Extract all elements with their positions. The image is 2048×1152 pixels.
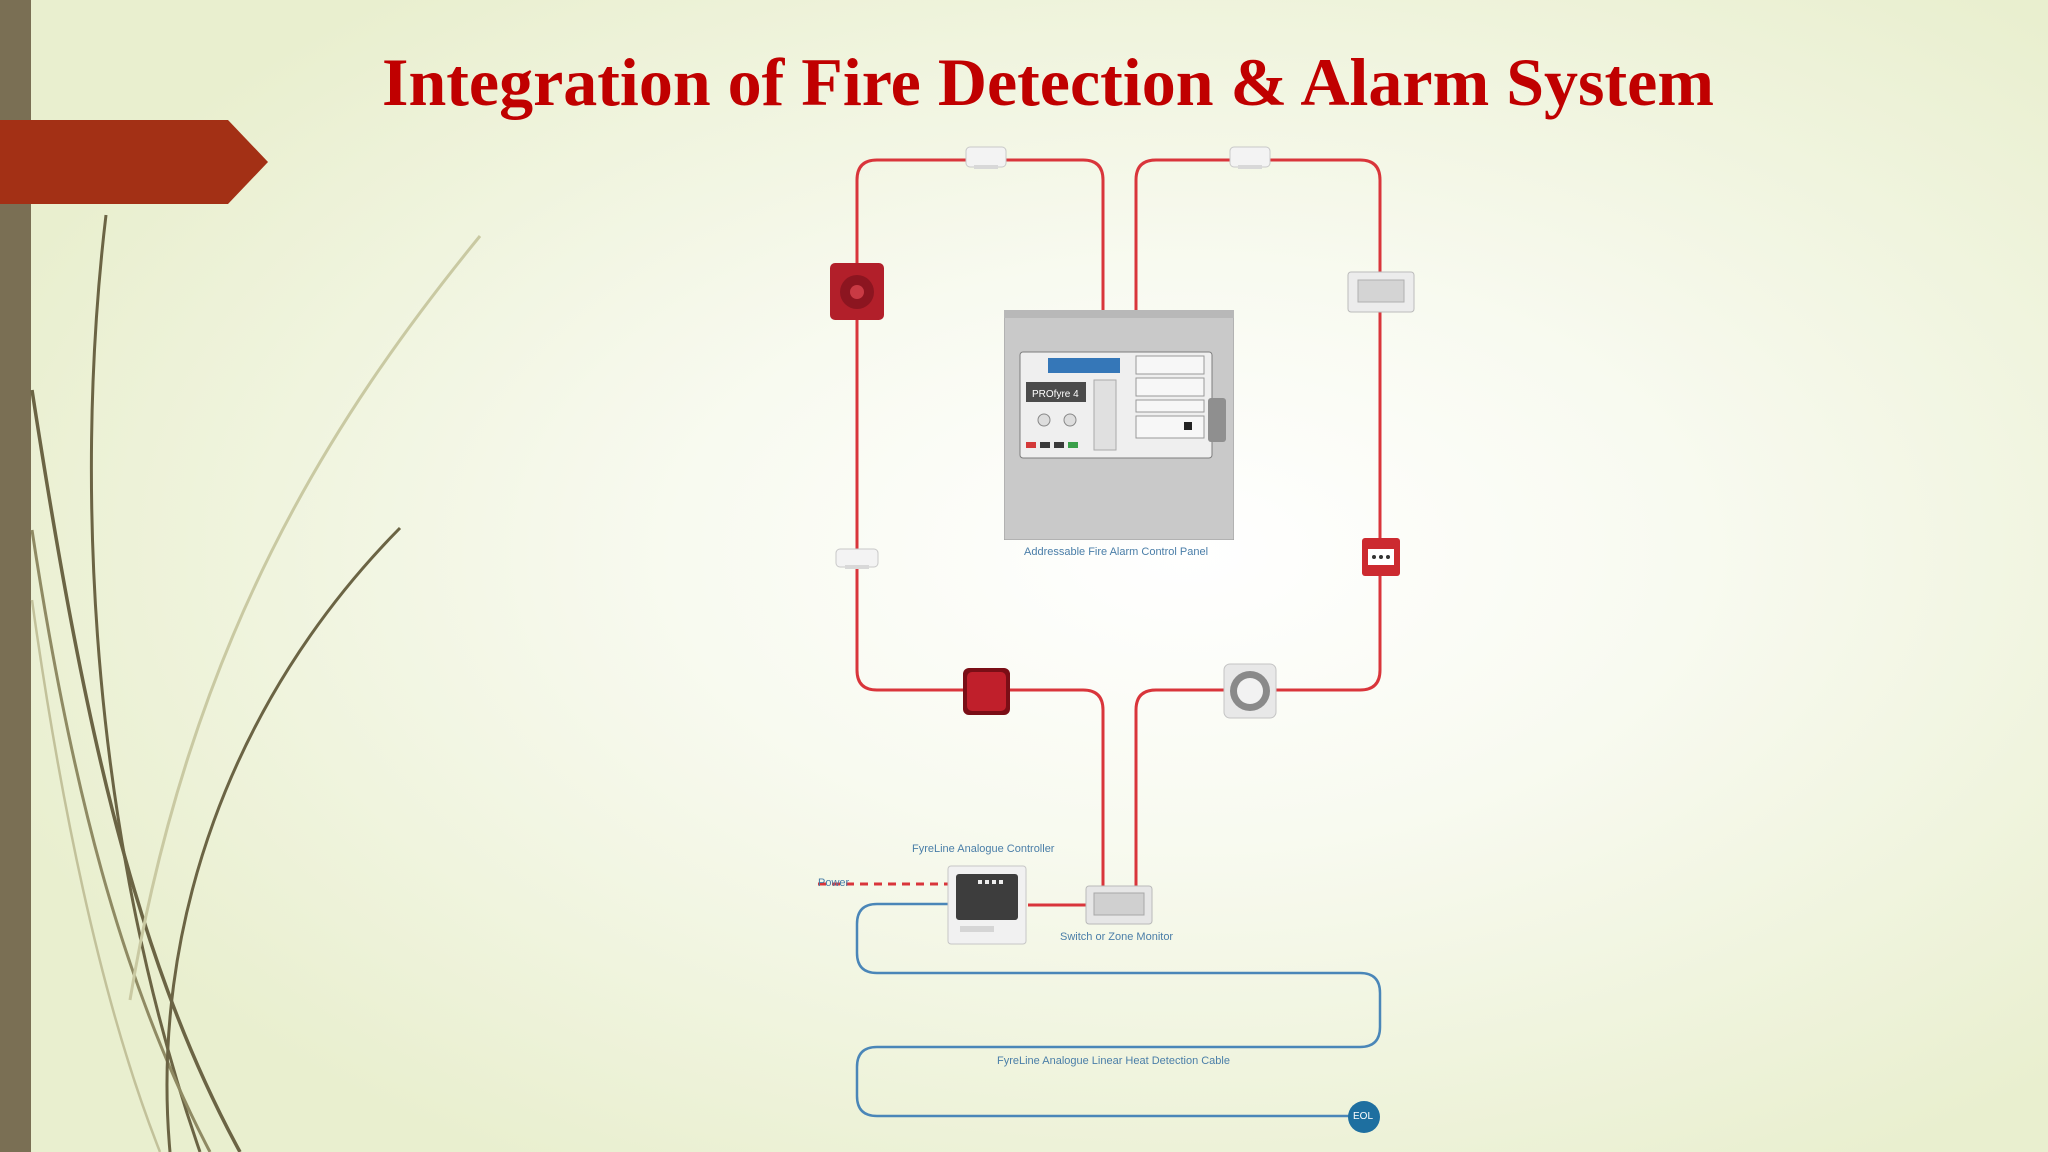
manual-call-point-icon bbox=[1362, 538, 1400, 576]
control-panel-icon: PROfyre 4 bbox=[1004, 310, 1234, 540]
loop-wire-right bbox=[1134, 158, 1382, 890]
heat-detection-cable bbox=[855, 902, 1382, 1118]
smoke-detector-icon bbox=[835, 548, 879, 569]
zone-monitor-icon bbox=[1347, 271, 1415, 313]
speaker-icon bbox=[1223, 663, 1277, 719]
loop-wire-left bbox=[855, 158, 1105, 890]
beacon-icon bbox=[963, 668, 1010, 715]
zone-monitor-label: Switch or Zone Monitor bbox=[1060, 931, 1174, 943]
eol-label: EOL bbox=[1353, 1111, 1374, 1122]
power-label: Power bbox=[818, 877, 850, 889]
decorative-grass bbox=[30, 214, 482, 1152]
control-panel-label: Addressable Fire Alarm Control Panel bbox=[1024, 546, 1209, 558]
smoke-detector-icon bbox=[1229, 146, 1271, 169]
smoke-detector-icon bbox=[965, 146, 1007, 169]
eol-terminator bbox=[1348, 1101, 1380, 1133]
panel-brand: PROfyre 4 bbox=[1032, 389, 1079, 400]
slide-title: Integration of Fire Detection & Alarm Sy… bbox=[382, 44, 1714, 120]
controller-label: FyreLine Analogue Controller bbox=[912, 843, 1055, 855]
heat-cable-label: FyreLine Analogue Linear Heat Detection … bbox=[997, 1055, 1230, 1067]
controller-icon bbox=[947, 865, 1027, 945]
arrow-tab bbox=[0, 120, 268, 204]
zone-monitor-icon bbox=[1085, 885, 1153, 925]
sounder-icon bbox=[830, 263, 884, 320]
